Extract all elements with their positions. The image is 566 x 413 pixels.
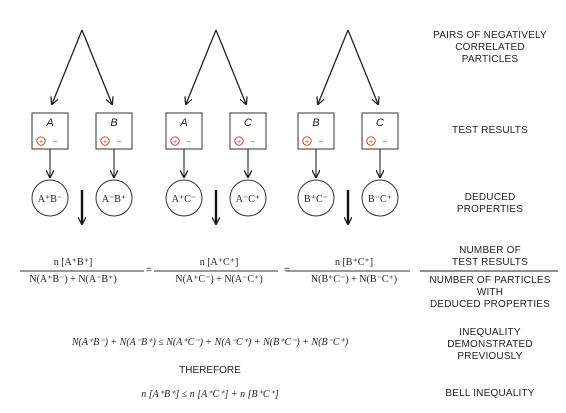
circle-label: A⁻B⁺ <box>102 194 126 205</box>
plus-symbol: + <box>305 139 309 146</box>
minus-symbol: – <box>187 137 192 146</box>
circle-label: B⁻C⁺ <box>368 194 392 205</box>
plus-symbol: + <box>39 139 43 146</box>
deduced-circle <box>95 179 133 217</box>
plus-indicator-icon <box>234 136 244 146</box>
label-inequality-demonstrated: INEQUALITY DEMONSTRATED PREVIOUSLY <box>447 327 533 362</box>
arrow-to-right-box <box>215 29 246 104</box>
plus-symbol: + <box>369 139 373 146</box>
fraction-2-numerator: n [A⁺C⁺] <box>199 257 239 268</box>
label-number-test-results: NUMBER OF TEST RESULTS <box>452 245 528 268</box>
test-box <box>165 112 203 150</box>
therefore-text: THEREFORE <box>179 365 241 376</box>
label-pairs: PAIRS OF NEGATIVELY CORRELATED PARTICLES <box>433 30 547 65</box>
plus-indicator-icon <box>366 136 376 146</box>
equals-sign: = <box>284 265 290 276</box>
plus-symbol: + <box>103 139 107 146</box>
deduced-circle <box>361 179 399 217</box>
box-letter: C <box>244 117 252 129</box>
equals-sign: = <box>146 265 152 276</box>
arrow-to-left-box <box>52 29 83 104</box>
minus-symbol: – <box>53 137 58 146</box>
fraction-2-denominator: N(A⁺C⁻) + N(A⁻C⁺) <box>175 274 263 285</box>
inequality-expression: N(A⁺B⁻) + N(A⁻B⁺) ≤ N(A⁺C⁻) + N(A⁻C⁺) + … <box>71 337 349 348</box>
minus-symbol: – <box>319 137 324 146</box>
box-letter: A <box>179 117 187 129</box>
arrow-to-left-box <box>186 29 217 104</box>
box-letter: A <box>45 117 53 129</box>
test-box <box>31 112 69 150</box>
plus-indicator-icon <box>170 136 180 146</box>
fraction-3-denominator: N(B⁺C⁻) + N(B⁻C⁺) <box>310 274 398 285</box>
fraction-1-numerator: n [A⁺B⁺] <box>53 257 93 268</box>
box-letter: B <box>312 117 319 129</box>
plus-indicator-icon <box>100 136 110 146</box>
fraction-3-numerator: n [B⁺C⁺] <box>334 257 374 268</box>
minus-symbol: – <box>117 137 122 146</box>
circle-label: A⁺C⁻ <box>172 194 196 205</box>
label-bell-inequality: BELL INEQUALITY <box>445 388 535 399</box>
box-letter: C <box>376 117 384 129</box>
test-box <box>297 112 335 150</box>
plus-symbol: + <box>237 139 241 146</box>
minus-symbol: – <box>251 137 256 146</box>
arrow-to-left-box <box>318 29 349 104</box>
label-test-results: TEST RESULTS <box>452 125 528 136</box>
deduced-circle <box>165 179 203 217</box>
label-number-particles: NUMBER OF PARTICLES WITH DEDUCED PROPERT… <box>429 275 551 310</box>
minus-symbol: – <box>383 137 388 146</box>
plus-symbol: + <box>173 139 177 146</box>
plus-indicator-icon <box>302 136 312 146</box>
arrow-to-right-box <box>347 29 378 104</box>
circle-label: A⁻C⁺ <box>236 194 260 205</box>
deduced-circle <box>229 179 267 217</box>
circle-label: B⁺C⁻ <box>304 194 328 205</box>
fraction-1-denominator: N(A⁺B⁻) + N(A⁻B⁺) <box>29 274 117 285</box>
label-deduced-properties: DEDUCED PROPERTIES <box>456 192 524 215</box>
deduced-circle <box>297 179 335 217</box>
bell-expression: n [A⁺B⁺] ≤ n [A⁺C⁺] + n [B⁺C⁺] <box>141 389 279 400</box>
box-letter: B <box>110 117 117 129</box>
deduced-circle <box>31 179 69 217</box>
arrow-to-right-box <box>81 29 112 104</box>
test-box <box>229 112 267 150</box>
plus-indicator-icon <box>36 136 46 146</box>
circle-label: A⁺B⁻ <box>38 194 62 205</box>
